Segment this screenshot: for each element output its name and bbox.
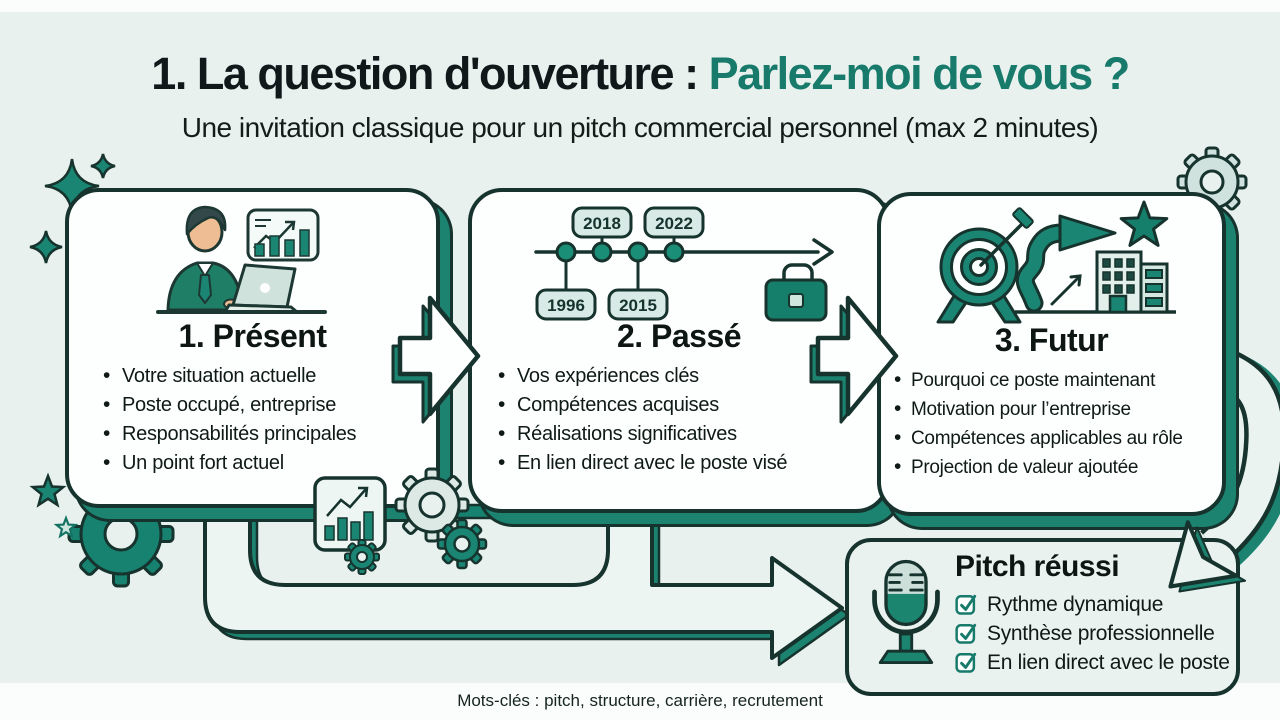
card-present-bullets: Votre situation actuelle Poste occupé, e… (103, 361, 357, 478)
star-icon (1119, 200, 1169, 247)
bullet-item: Poste occupé, entreprise (103, 390, 356, 420)
page-title: 1. La question d'ouverture : Parlez-moi … (0, 48, 1280, 100)
year-badge: 2022 (655, 214, 693, 233)
gear-icon (436, 518, 488, 570)
bullet-item: Vos expériences clés (498, 361, 787, 391)
pitch-item-row: Synthèse professionnelle (955, 619, 1227, 648)
building-icon (1015, 250, 1176, 314)
page-subtitle: Une invitation classique pour un pitch c… (181, 112, 1099, 143)
card-present: 1. Présent Votre situation actuelle Post… (65, 188, 440, 508)
bullet-item: Réalisations significatives (498, 419, 787, 449)
checkbox-icon (955, 652, 977, 673)
checkbox-icon (955, 623, 977, 644)
card-passe: 2018 2022 1996 2015 2. Passé Vos expérie… (468, 188, 890, 513)
target-icon (936, 207, 1034, 324)
card-present-title: 1. Présent (178, 318, 327, 354)
checkbox-icon (955, 594, 977, 615)
pitch-title: Pitch réussi (955, 550, 1120, 583)
growth-arrow-icon (1015, 214, 1117, 313)
year-badge: 2018 (583, 214, 621, 233)
keywords-footer: Mots-clés : pitch, structure, carrière, … (457, 691, 823, 710)
pitch-card: Pitch réussi Rythme dynamique Synthèse p… (845, 538, 1240, 696)
bullet-item: Motivation pour l’entreprise (894, 394, 1183, 424)
bullet-item: Pourquoi ce poste maintenant (894, 365, 1183, 395)
page-title-accent: Parlez-moi de vous ? (708, 48, 1131, 99)
pitch-item-label: Rythme dynamique (987, 592, 1164, 616)
flow-pipe-arrow (203, 496, 851, 667)
top-white-strip (0, 0, 1280, 12)
card-futur-bullets: Pourquoi ce poste maintenant Motivation … (894, 365, 1183, 482)
bullet-item: Compétences applicables au rôle (894, 423, 1183, 453)
timeline-icon: 2018 2022 1996 2015 (534, 206, 834, 322)
pitch-item-row: Rythme dynamique (955, 590, 1227, 619)
card-futur: 3. Futur Pourquoi ce poste maintenant Mo… (877, 192, 1226, 516)
year-badge: 2015 (619, 296, 657, 315)
pitch-item-row: En lien direct avec le poste (955, 648, 1230, 677)
bullet-item: En lien direct avec le poste visé (498, 448, 788, 478)
bullet-item: Un point fort actuel (103, 448, 356, 478)
bullet-item: Compétences acquises (498, 390, 787, 420)
pitch-item-label: Synthèse professionnelle (987, 621, 1215, 645)
future-goals-icon (936, 200, 1176, 324)
microphone-icon (872, 559, 940, 665)
bar-chart-icon (246, 208, 320, 262)
card-passe-bullets: Vos expériences clés Compétences acquise… (498, 361, 788, 478)
pitch-item-label: En lien direct avec le poste (987, 650, 1230, 674)
card-futur-title: 3. Futur (994, 322, 1109, 358)
bullet-item: Projection de valeur ajoutée (894, 452, 1183, 482)
timeline-year-badges: 2018 2022 1996 2015 (535, 206, 705, 321)
page-title-prefix: 1. La question d'ouverture : (151, 48, 709, 99)
businessman-laptop-icon (156, 205, 327, 314)
year-badge: 1996 (547, 296, 585, 315)
briefcase-icon (764, 263, 828, 322)
gear-icon (344, 539, 380, 575)
bullet-item: Votre situation actuelle (103, 361, 356, 391)
card-passe-title: 2. Passé (616, 318, 742, 354)
bullet-item: Responsabilités principales (103, 419, 357, 449)
